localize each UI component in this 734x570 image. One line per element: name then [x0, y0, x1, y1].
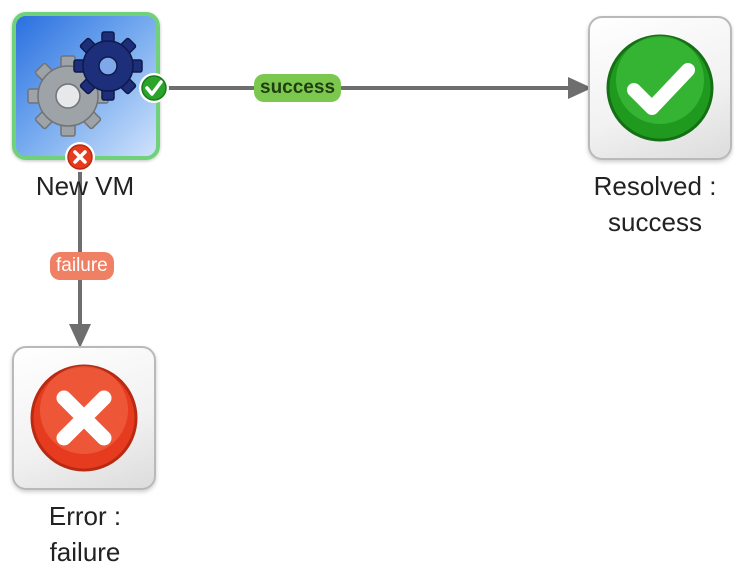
error-label: Error : failure [0, 498, 170, 570]
resolved-label-line2: success [608, 207, 702, 237]
success-arrowhead [568, 77, 592, 99]
failure-arrowhead [69, 324, 91, 348]
failure-edge-label: failure [50, 252, 114, 280]
x-icon [30, 364, 138, 472]
error-node[interactable] [12, 346, 156, 490]
failure-port-icon[interactable] [65, 142, 95, 172]
resolved-label: Resolved : success [570, 168, 734, 240]
success-port-icon[interactable] [139, 73, 169, 103]
checkmark-icon [606, 34, 714, 142]
error-label-line1: Error : [48, 501, 122, 531]
success-edge-label: success [254, 74, 342, 102]
new-vm-label: New VM [35, 171, 135, 201]
resolved-label-line1: Resolved : [593, 171, 717, 201]
resolved-node[interactable] [588, 16, 732, 160]
new-vm-node[interactable] [12, 12, 160, 160]
error-label-line2: failure [49, 537, 121, 567]
gears-icon [27, 31, 143, 137]
